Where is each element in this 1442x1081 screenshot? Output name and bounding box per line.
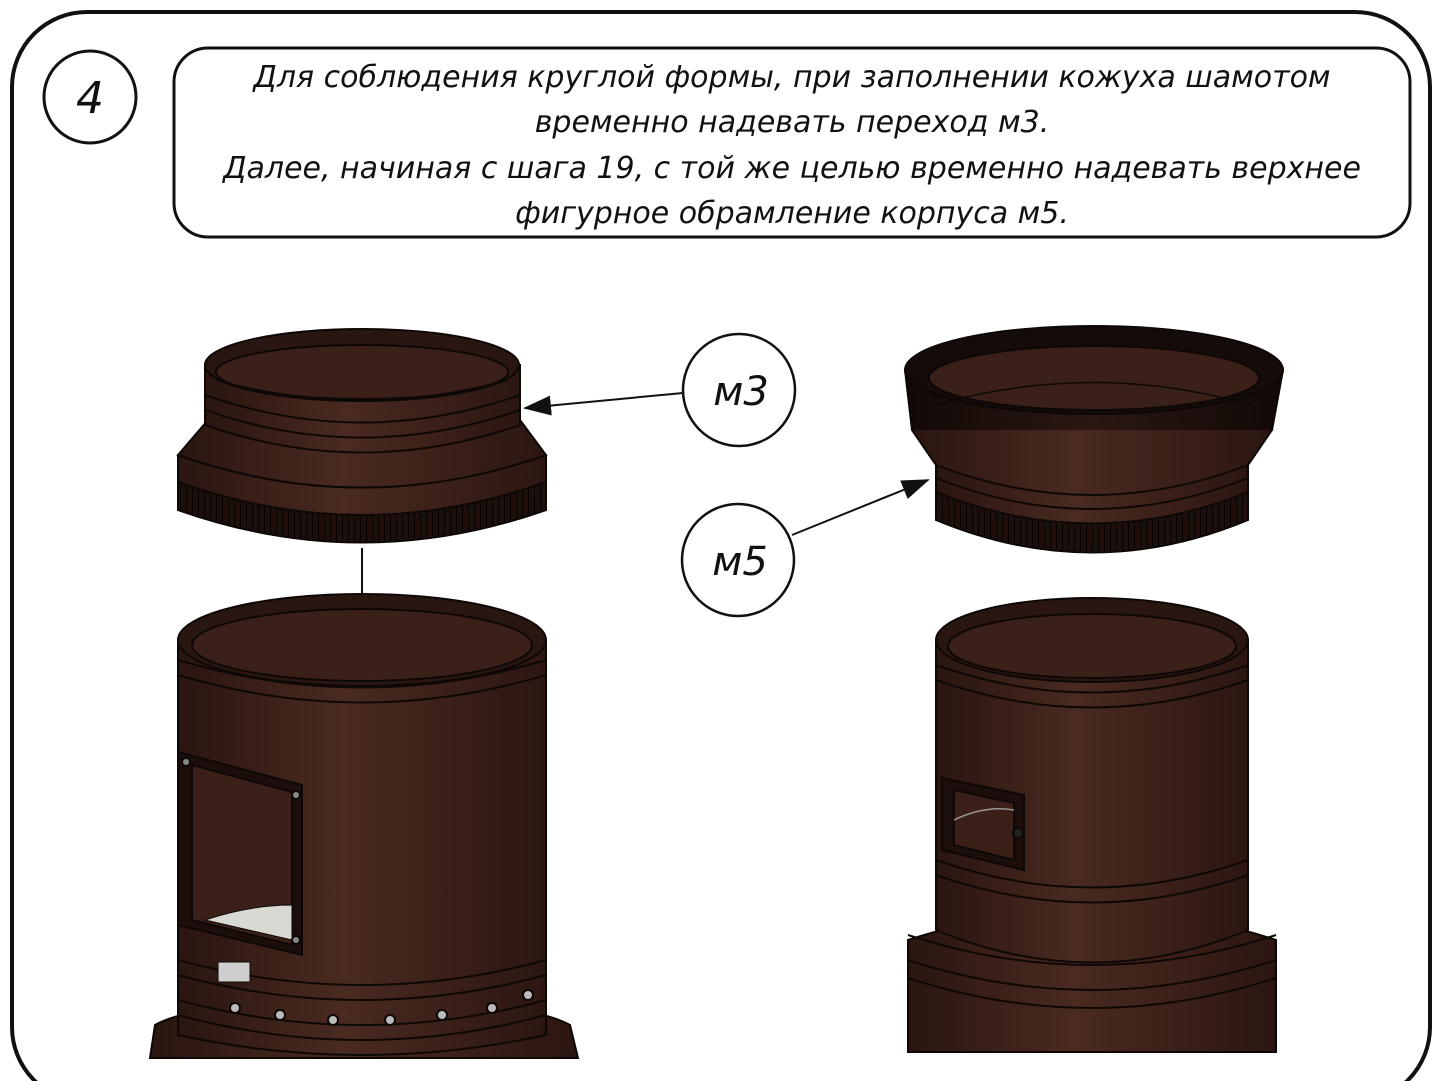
step-badge: 4 <box>42 49 138 145</box>
right-shell <box>907 597 1277 1053</box>
note-line-3: Далее, начиная с шага 19, с той же целью… <box>221 151 1361 186</box>
callout-m5-label: м5 <box>712 539 768 585</box>
sheet-border <box>10 10 1432 1081</box>
note-line-1: Для соблюдения круглой формы, при заполн… <box>251 60 1330 95</box>
transition-m3-part <box>176 328 548 544</box>
instruction-note: Для соблюдения круглой формы, при заполн… <box>172 46 1412 239</box>
note-line-2: временно надевать переход м3. <box>535 105 1050 140</box>
left-shell <box>148 593 580 1059</box>
step-number: 4 <box>76 73 104 124</box>
callout-m5: м5 <box>680 479 930 618</box>
frame-m5-part <box>903 325 1285 554</box>
callout-m3: м3 <box>523 332 797 448</box>
callout-m3-label: м3 <box>713 369 769 415</box>
note-line-4: фигурное обрамление корпуса м5. <box>515 196 1069 231</box>
